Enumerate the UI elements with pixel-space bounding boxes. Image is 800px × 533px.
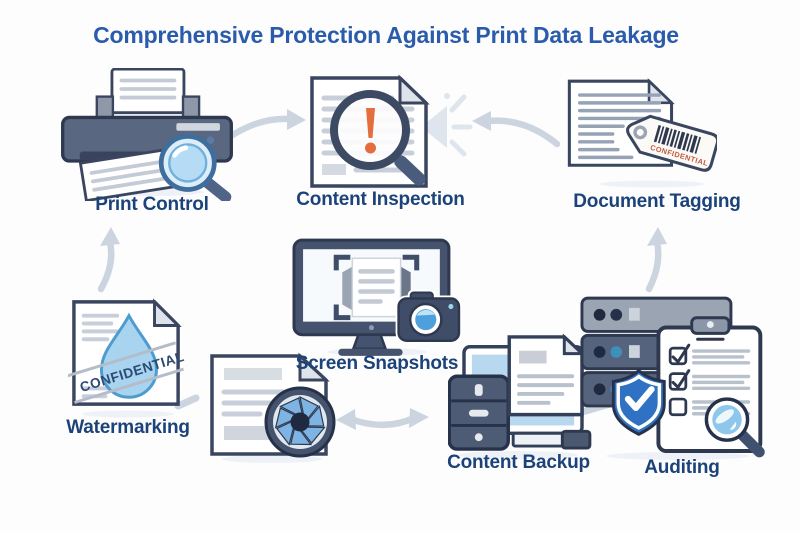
arrow-audit-to-tagging [645,238,662,293]
diagram-title: Comprehensive Protection Against Print D… [93,22,679,48]
monitor-camera-icon [292,238,462,356]
impact-burst-icon [421,93,473,157]
document-watermark-drop-icon: CONFIDENTIAL [68,298,186,406]
label-document-tagging: Document Tagging [573,191,741,212]
camera-icon [395,289,462,344]
arrow-shutter-backup-bidirectional [347,414,418,429]
arrow-heads [100,109,667,430]
label-print-control: Print Control [95,194,209,215]
aperture-shutter-icon [264,386,336,458]
server-clipboard-shield-icon [580,296,765,458]
cabinet-backup-icon [448,333,592,451]
audit-magnifier-icon [704,397,765,458]
label-content-inspection: Content Inspection [296,189,465,210]
label-screen-snapshots: Screen Snapshots [295,353,459,374]
label-auditing: Auditing [644,457,720,478]
arrow-tagging-to-inspection [485,117,561,148]
shield-check-icon [611,368,666,436]
dash-watermark-shutter [174,394,200,410]
label-content-backup: Content Backup [447,452,590,473]
arrow-watermark-to-print [97,238,115,293]
document-magnifier-alert-icon [310,74,430,188]
label-watermarking: Watermarking [66,417,190,438]
document-confidential-tag-icon: CONFIDENTIAL [567,78,717,172]
printer-magnifier-icon [61,68,233,201]
document-aperture-icon [210,352,336,458]
